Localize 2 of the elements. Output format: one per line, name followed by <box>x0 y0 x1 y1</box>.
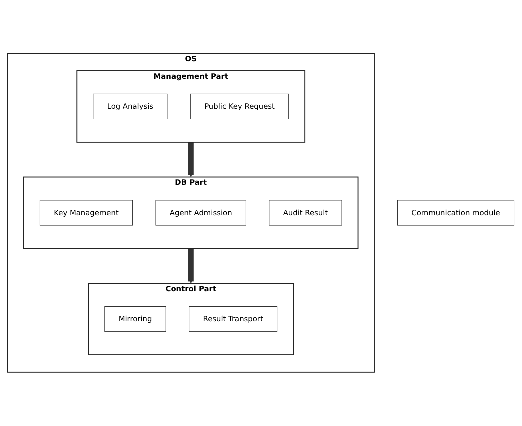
arrow <box>188 142 194 178</box>
arrow <box>188 248 194 284</box>
